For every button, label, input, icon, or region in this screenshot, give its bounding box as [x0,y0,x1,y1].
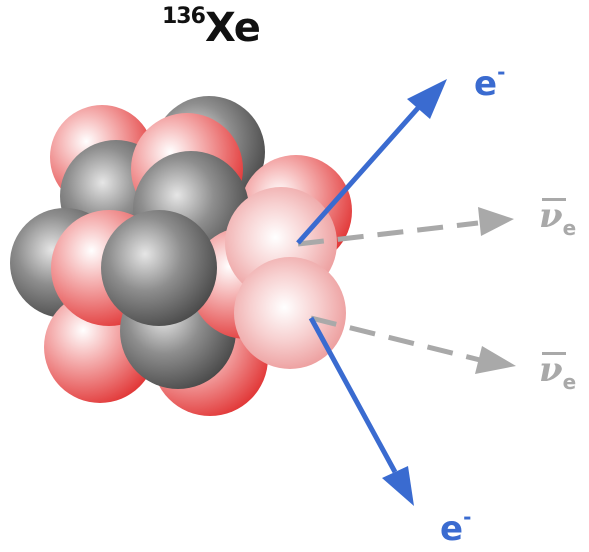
antineutrino-arrowhead-lower [475,346,516,374]
electron-symbol: e [474,64,498,104]
electron-charge: - [497,60,506,84]
antineutrino-arrow-upper [297,220,479,247]
electron-arrowhead-lower [382,466,414,506]
neutrino-flavor: e [562,370,577,394]
neutrino-flavor: e [562,216,577,240]
electron-label-bottom: e- [440,505,471,549]
element-symbol: Xe [204,5,261,51]
neutrino-symbol: ν [539,196,563,236]
antiparticle-bar [542,198,566,201]
electron-symbol: e [440,509,464,549]
electron-arrowhead-upper [407,79,447,119]
neutron-sphere [101,210,217,326]
antiparticle-bar [542,352,566,355]
antineutrino-label-bottom: νe [539,350,576,394]
antineutrino-arrowhead-upper [478,207,514,236]
decaying-neutron-sphere [234,257,346,369]
antineutrino-arrow-lower [310,315,481,363]
electron-label-top: e- [474,60,505,104]
electron-arrow-lower [308,316,398,474]
neutrino-symbol: ν [539,350,563,390]
electron-charge: - [463,505,472,529]
xe-136-nucleus [10,96,352,416]
antineutrino-label-top: νe [539,196,576,240]
nucleus-title: 136Xe [162,4,261,51]
mass-number: 136 [162,4,206,29]
electron-arrow-upper [296,106,420,245]
